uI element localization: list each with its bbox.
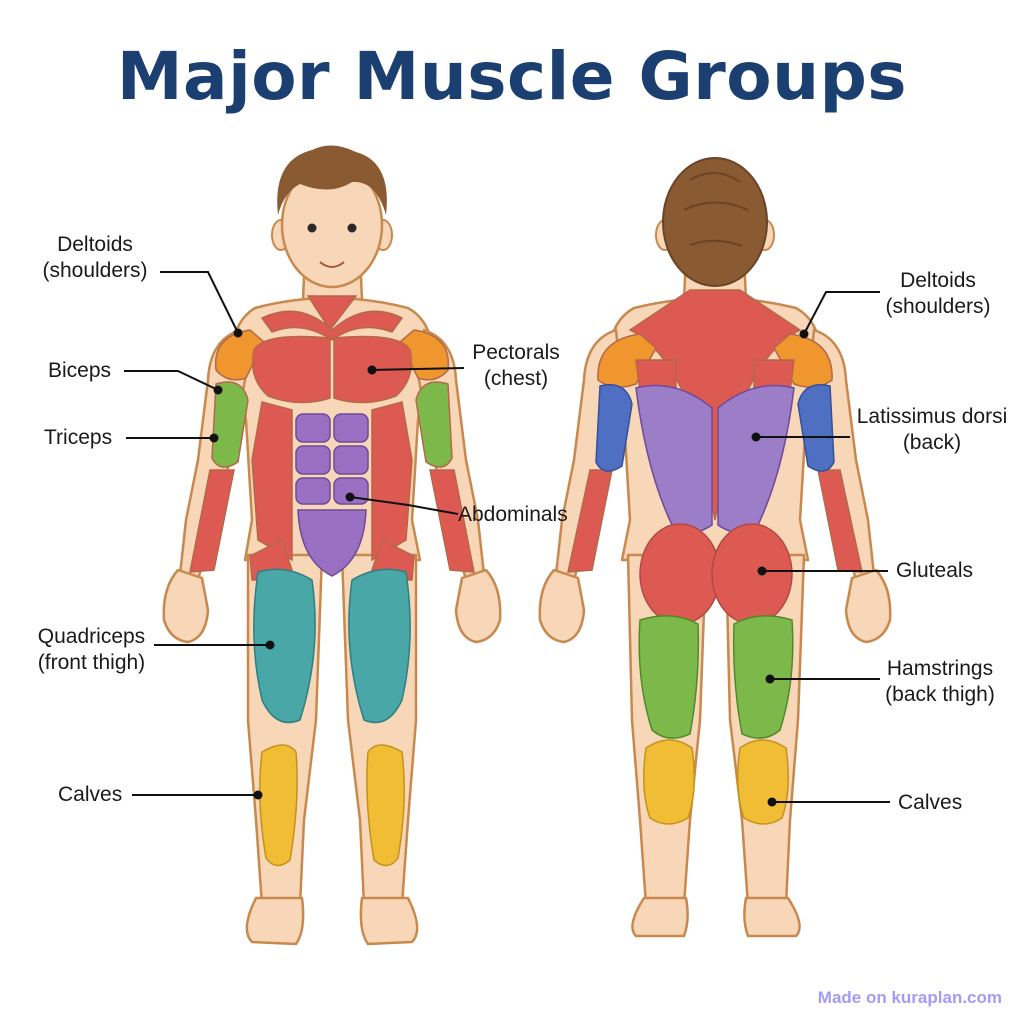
- leader-abdominals: [349, 496, 459, 515]
- label-quadriceps: Quadriceps (front thigh): [37, 625, 146, 674]
- front-biceps-left: [211, 381, 249, 468]
- back-hair-strands: [683, 172, 749, 247]
- front-left-hand: [162, 568, 210, 644]
- front-right-foot: [359, 896, 419, 946]
- front-figure: [162, 145, 502, 946]
- label-triceps: Triceps: [44, 426, 113, 449]
- front-deltoid-left: [214, 329, 265, 381]
- front-mouth: [319, 261, 345, 268]
- label-calves-back: Calves: [898, 791, 963, 814]
- front-calf-left: [259, 744, 298, 867]
- leader-lines: [124, 271, 890, 803]
- back-head: [662, 157, 768, 287]
- back-calf-right: [737, 739, 789, 825]
- back-triceps-left: [595, 384, 633, 472]
- label-gluteals: Gluteals: [896, 559, 974, 582]
- label-biceps: Biceps: [48, 359, 112, 382]
- label-calves-front: Calves: [58, 783, 123, 806]
- front-left-foot: [245, 896, 305, 946]
- back-gluteal-right: [711, 523, 793, 625]
- front-trapezius: [260, 310, 404, 341]
- front-biceps-right: [415, 381, 453, 468]
- back-figure: [538, 157, 892, 938]
- front-forearm-right: [429, 469, 475, 573]
- front-hair: [277, 145, 387, 215]
- front-pectoral-left: [251, 335, 331, 404]
- front-oblique-left: [251, 401, 293, 562]
- front-calf-right: [366, 744, 405, 867]
- label-deltoids-front: Deltoids (shoulders): [42, 233, 148, 282]
- front-right-eye: [347, 223, 357, 233]
- back-hamstring-right: [732, 615, 794, 739]
- leader-deltoids-front: [160, 271, 239, 334]
- label-deltoids-back: Deltoids (shoulders): [885, 269, 991, 318]
- back-gluteal-left: [639, 523, 721, 625]
- back-calf-left: [643, 739, 695, 825]
- leader-pectorals: [371, 367, 465, 371]
- leader-biceps: [124, 370, 219, 391]
- front-oblique-right: [371, 401, 413, 562]
- front-forearm-left: [189, 469, 235, 573]
- back-triceps-right: [797, 384, 835, 472]
- watermark: Made on kuraplan.com: [817, 988, 1002, 1007]
- front-right-hand: [454, 568, 502, 644]
- front-left-eye: [307, 223, 317, 233]
- label-abdominals: Abdominals: [458, 503, 568, 526]
- front-quadriceps-left: [253, 568, 316, 724]
- back-hamstring-left: [638, 615, 700, 739]
- back-right-foot: [743, 896, 801, 938]
- leader-deltoids-back: [803, 291, 880, 335]
- front-quadriceps-right: [348, 568, 411, 724]
- front-neck-muscle: [306, 295, 358, 332]
- diagram-title: Major Muscle Groups: [116, 38, 908, 115]
- label-pectorals: Pectorals (chest): [472, 341, 560, 390]
- back-left-foot: [631, 896, 689, 938]
- back-left-hand: [538, 568, 586, 644]
- front-deltoid-right: [399, 329, 450, 381]
- label-hamstrings: Hamstrings (back thigh): [885, 657, 995, 706]
- back-right-hand: [844, 568, 892, 644]
- label-latissimus: Latissimus dorsi (back): [856, 405, 1008, 454]
- leader-dots: [209, 328, 809, 807]
